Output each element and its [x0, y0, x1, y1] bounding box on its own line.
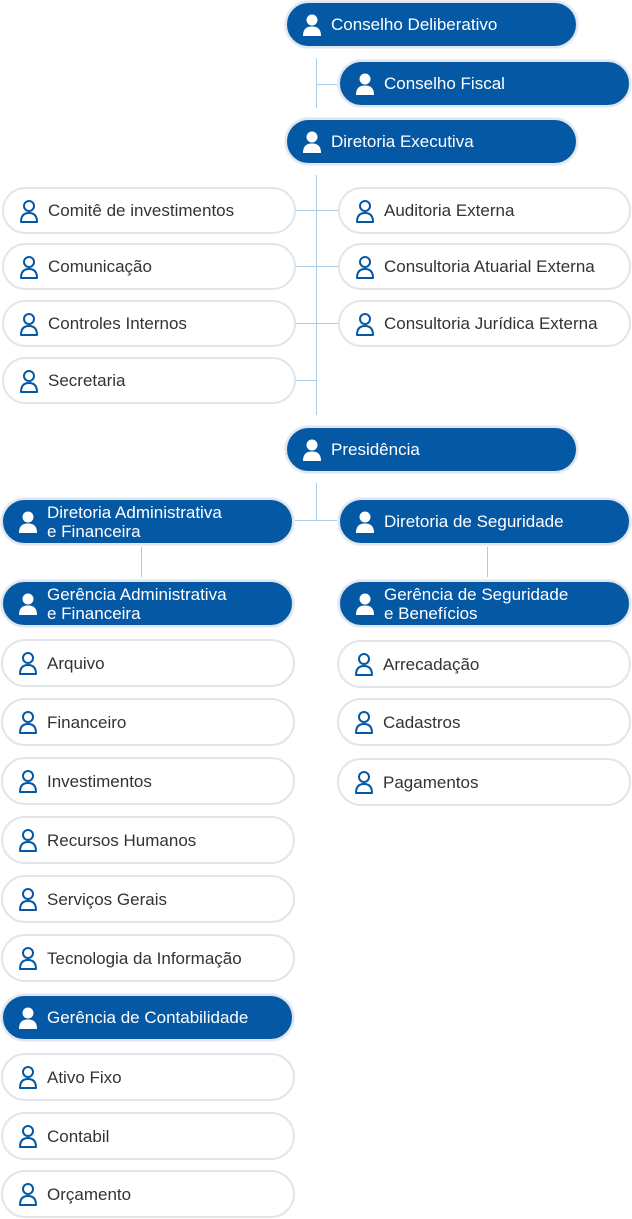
node-financeiro: Financeiro	[1, 698, 295, 746]
user-outline-icon	[19, 888, 37, 911]
node-label: Conselho Deliberativo	[331, 15, 498, 34]
user-filled-icon	[303, 439, 321, 461]
user-filled-icon	[356, 511, 374, 533]
user-outline-icon	[19, 947, 37, 970]
node-label: Diretoria de Seguridade	[384, 512, 564, 531]
node-cadastros: Cadastros	[337, 698, 631, 746]
node-diretoria-adm-fin: Diretoria Administrativa e Financeira	[1, 498, 294, 545]
node-investimentos: Investimentos	[1, 757, 295, 805]
connector-row-4	[296, 380, 317, 381]
node-label: Presidência	[331, 440, 420, 459]
user-filled-icon	[356, 73, 374, 95]
node-gerencia-seguridade: Gerência de Seguridade e Benefícios	[338, 580, 631, 627]
node-gerencia-contabilidade: Gerência de Contabilidade	[1, 994, 294, 1041]
node-label: Auditoria Externa	[384, 201, 515, 220]
node-label: Diretoria Administrativa e Financeira	[47, 502, 222, 541]
user-outline-icon	[355, 711, 373, 734]
user-outline-icon	[19, 1125, 37, 1148]
user-outline-icon	[355, 653, 373, 676]
connector-row-3	[296, 323, 338, 324]
node-label: Comunicação	[48, 257, 152, 276]
node-tecnologia-informacao: Tecnologia da Informação	[1, 934, 295, 982]
user-outline-icon	[20, 199, 38, 223]
connector-dir-adm-gerencia	[141, 547, 142, 577]
node-comunicacao: Comunicação	[2, 243, 296, 290]
node-label: Contabil	[47, 1126, 110, 1146]
node-consultoria-atuarial: Consultoria Atuarial Externa	[338, 243, 631, 290]
node-label: Orçamento	[47, 1184, 132, 1204]
connector-row-1	[296, 210, 338, 211]
node-label: Arrecadação	[383, 654, 480, 674]
user-outline-icon	[19, 770, 37, 793]
user-outline-icon	[19, 711, 37, 734]
user-outline-icon	[20, 369, 38, 393]
node-comite-investimentos: Comitê de investimentos	[2, 187, 296, 234]
user-outline-icon	[19, 829, 37, 852]
connector-row-2	[296, 266, 338, 267]
node-label: Gerência de Seguridade e Benefícios	[384, 584, 569, 623]
node-label: Arquivo	[47, 653, 105, 673]
connector-executiva-vertical	[316, 175, 317, 415]
node-label: Diretoria Executiva	[331, 132, 474, 151]
node-arquivo: Arquivo	[1, 639, 295, 687]
user-outline-icon	[20, 312, 38, 336]
node-conselho-fiscal: Conselho Fiscal	[338, 60, 631, 107]
user-outline-icon	[355, 771, 373, 794]
node-label: Investimentos	[47, 771, 152, 791]
connector-dir-seg-gerencia	[487, 547, 488, 577]
user-outline-icon	[356, 199, 374, 223]
node-label: Consultoria Jurídica Externa	[384, 314, 598, 333]
node-servicos-gerais: Serviços Gerais	[1, 875, 295, 923]
user-outline-icon	[356, 255, 374, 279]
user-outline-icon	[20, 255, 38, 279]
node-pagamentos: Pagamentos	[337, 758, 631, 806]
node-label: Consultoria Atuarial Externa	[384, 257, 595, 276]
node-label: Cadastros	[383, 712, 461, 732]
user-filled-icon	[19, 511, 37, 533]
node-contabil: Contabil	[1, 1112, 295, 1160]
user-outline-icon	[19, 652, 37, 675]
node-presidencia: Presidência	[285, 426, 578, 473]
node-label: Financeiro	[47, 712, 127, 732]
node-auditoria-externa: Auditoria Externa	[338, 187, 631, 234]
node-diretoria-seguridade: Diretoria de Seguridade	[338, 498, 631, 545]
node-label: Pagamentos	[383, 772, 479, 792]
user-outline-icon	[19, 1183, 37, 1206]
user-filled-icon	[303, 14, 321, 36]
connector-presidencia-vertical	[316, 483, 317, 520]
connector-conselho-vertical	[316, 58, 317, 108]
node-label: Controles Internos	[48, 314, 187, 333]
node-recursos-humanos: Recursos Humanos	[1, 816, 295, 864]
user-filled-icon	[303, 131, 321, 153]
node-consultoria-juridica: Consultoria Jurídica Externa	[338, 300, 631, 347]
connector-conselho-fiscal	[316, 84, 340, 85]
node-label: Conselho Fiscal	[384, 74, 505, 93]
node-secretaria: Secretaria	[2, 357, 296, 404]
node-label: Ativo Fixo	[47, 1067, 122, 1087]
node-label: Tecnologia da Informação	[47, 948, 242, 968]
node-label: Gerência Administrativa e Financeira	[47, 584, 227, 623]
user-filled-icon	[356, 593, 374, 615]
node-conselho-deliberativo: Conselho Deliberativo	[285, 1, 578, 48]
node-orcamento: Orçamento	[1, 1170, 295, 1218]
node-arrecadacao: Arrecadação	[337, 640, 631, 688]
user-outline-icon	[19, 1066, 37, 1089]
user-filled-icon	[19, 593, 37, 615]
node-controles-internos: Controles Internos	[2, 300, 296, 347]
node-label: Comitê de investimentos	[48, 201, 235, 220]
user-filled-icon	[19, 1007, 37, 1029]
node-gerencia-adm-fin: Gerência Administrativa e Financeira	[1, 580, 294, 627]
node-label: Recursos Humanos	[47, 830, 197, 850]
node-label: Serviços Gerais	[47, 889, 167, 909]
node-diretoria-executiva: Diretoria Executiva	[285, 118, 578, 165]
connector-diretorias	[294, 520, 340, 521]
user-outline-icon	[356, 312, 374, 336]
node-label: Gerência de Contabilidade	[47, 1008, 249, 1027]
node-label: Secretaria	[48, 371, 126, 390]
node-ativo-fixo: Ativo Fixo	[1, 1053, 295, 1101]
